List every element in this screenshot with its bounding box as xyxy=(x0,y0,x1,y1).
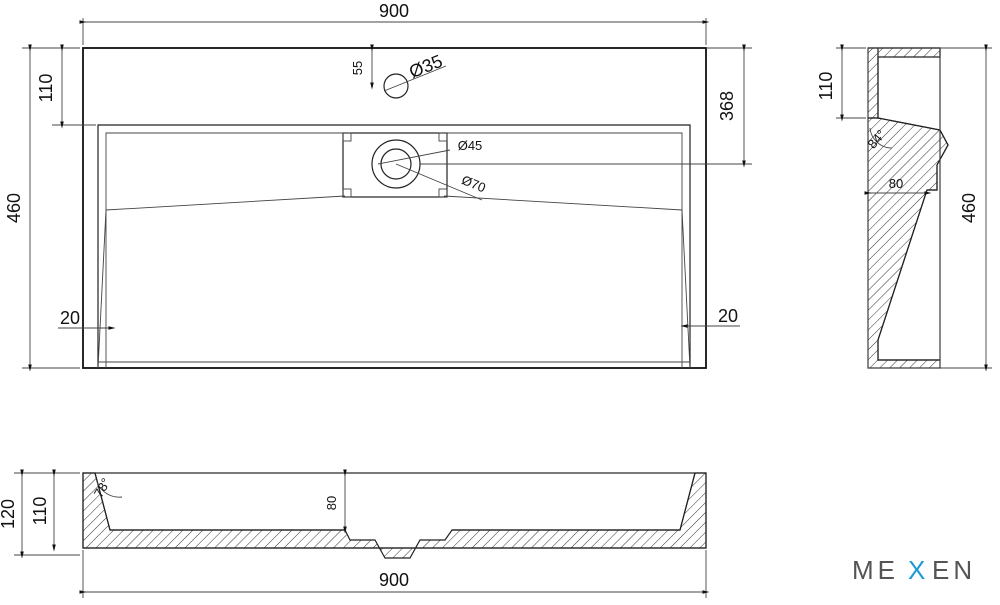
front-section: 120 110 78° 80 900 xyxy=(0,469,710,598)
side-top-wall xyxy=(867,47,941,119)
logo-en: EN xyxy=(932,555,976,585)
mexen-logo: ME X EN xyxy=(852,555,976,585)
dim-top-900: 900 xyxy=(379,1,409,21)
top-view: 900 460 110 55 Ø35 368 Ø45 Ø70 20 20 xyxy=(4,1,752,372)
drain-box xyxy=(342,132,448,198)
dim-left-460: 460 xyxy=(4,193,24,223)
dim-side-80: 80 xyxy=(889,176,903,191)
drain-inner-circle xyxy=(380,148,412,180)
logo-me: ME xyxy=(852,555,899,585)
dim-bottom-900: 900 xyxy=(379,570,409,590)
dim-tap-35: Ø35 xyxy=(406,51,445,82)
side-profile-wall xyxy=(867,117,949,369)
dim-drain-45: Ø45 xyxy=(458,138,483,153)
bowl-rim xyxy=(97,124,691,368)
basin-outline-top xyxy=(82,47,707,369)
side-view: 110 84° 80 460 xyxy=(816,44,992,372)
dim-front-80: 80 xyxy=(324,496,339,510)
front-section-wall xyxy=(82,472,707,559)
dim-right-20: 20 xyxy=(718,306,738,326)
logo-x: X xyxy=(908,555,929,585)
tap-hole xyxy=(383,73,409,99)
dim-tap-55: 55 xyxy=(350,61,365,75)
dim-left-20: 20 xyxy=(60,308,80,328)
dim-side-460: 460 xyxy=(959,193,979,223)
dim-110: 110 xyxy=(36,74,56,103)
dim-front-120: 120 xyxy=(0,499,18,529)
dim-368: 368 xyxy=(717,91,737,121)
dim-side-110: 110 xyxy=(816,72,836,101)
dim-front-110: 110 xyxy=(30,497,50,526)
